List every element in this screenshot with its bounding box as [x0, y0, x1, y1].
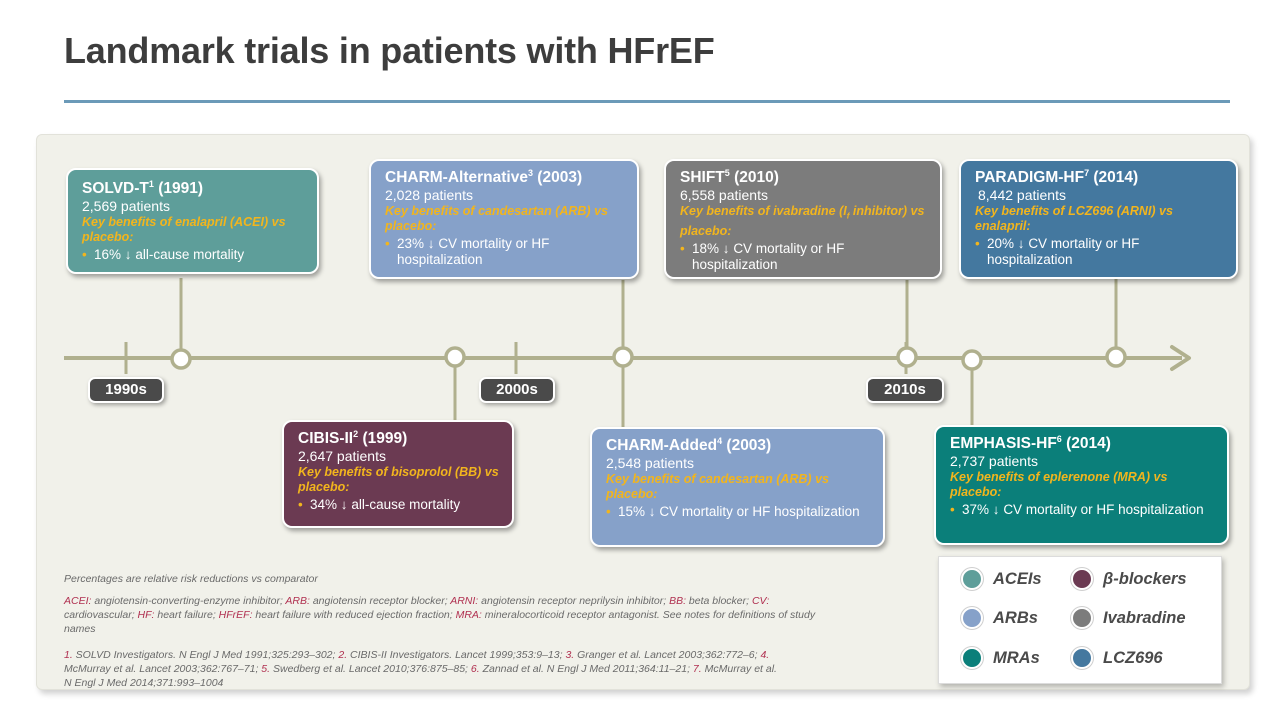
abbreviation-text: heart failure; — [154, 609, 219, 621]
trial-card-cibis: CIBIS-II2 (1999) 2,647 patients Key bene… — [282, 420, 514, 528]
reference-text: CIBIS-II Investigators. Lancet 1999;353:… — [347, 649, 566, 661]
title-divider — [64, 100, 1230, 103]
trial-benefit: Key benefits of eplerenone (MRA) vs plac… — [950, 470, 1168, 499]
trial-patients: 2,548 patients — [606, 455, 694, 471]
trial-result: •34% ↓ all-cause mortality — [298, 497, 461, 512]
trial-card-emphasis: EMPHASIS-HF6 (2014) 2,737 patients Key b… — [934, 425, 1229, 545]
reference-key: 3. — [565, 649, 575, 661]
reference-key: 4. — [760, 649, 770, 661]
trial-benefit: Key benefits of candesartan (ARB) vs pla… — [606, 472, 829, 501]
reference-text: Granger et al. Lancet 2003;362:772–6; — [574, 649, 761, 661]
abbreviation-text: angiotensin receptor neprilysin inhibito… — [478, 595, 670, 607]
abbreviation-key: MRA: — [455, 609, 482, 621]
trial-card-charm-alternative: CHARM-Alternative3 (2003) 2,028 patients… — [369, 159, 639, 279]
decade-1990s: 1990s — [88, 377, 164, 403]
abbreviation-key: CV: — [751, 595, 770, 607]
trial-title: EMPHASIS-HF6 (2014) — [950, 433, 1111, 452]
down-arrow-icon: ↓ — [340, 497, 348, 512]
abbreviation-text: beta blocker; — [686, 595, 752, 607]
abbreviation-text: angiotensin receptor blocker; — [309, 595, 451, 607]
trial-result: •23% ↓ CV mortality or HF hospitalizatio… — [385, 236, 550, 267]
trial-result: •15% ↓ CV mortality or HF hospitalizatio… — [606, 504, 860, 519]
abbreviation-key: HFrEF: — [218, 609, 253, 621]
legend-swatch-mra — [961, 647, 983, 669]
abbreviations-footnote: ACEI: angiotensin-converting-enzyme inhi… — [64, 594, 834, 636]
abbreviation-key: BB: — [669, 595, 687, 607]
trial-benefit: Key benefits of enalapril (ACEI) vs plac… — [82, 215, 286, 244]
trial-title: PARADIGM-HF7 (2014) — [975, 167, 1139, 186]
trial-result: •18% ↓ CV mortality or HF hospitalizatio… — [680, 240, 845, 272]
legend-item-arb: ARBs — [961, 607, 1038, 629]
page-title: Landmark trials in patients with HFrEF — [64, 30, 715, 71]
reference-text: SOLVD Investigators. N Engl J Med 1991;3… — [72, 649, 339, 661]
reference-text: Zannad et al. N Engl J Med 2011;364:11–2… — [479, 663, 693, 675]
abbreviation-key: HF: — [137, 609, 155, 621]
trial-title: CHARM-Added4 (2003) — [606, 435, 772, 454]
decade-2010s: 2010s — [866, 377, 944, 403]
trial-patients: 8,442 patients — [978, 187, 1066, 203]
legend-item-mra: MRAs — [961, 647, 1040, 669]
legend-swatch-lcz — [1071, 647, 1093, 669]
trial-result: •37% ↓ CV mortality or HF hospitalizatio… — [950, 502, 1204, 517]
rrr-footnote: Percentages are relative risk reductions… — [64, 573, 318, 585]
legend-swatch-bb — [1071, 568, 1093, 590]
reference-key: 1. — [64, 649, 73, 661]
abbreviation-key: ARNI: — [450, 595, 479, 607]
trial-title: SHIFT5 (2010) — [680, 167, 779, 186]
trial-patients: 2,569 patients — [82, 198, 170, 214]
reference-key: 2. — [338, 649, 348, 661]
down-arrow-icon: ↓ — [1017, 236, 1025, 251]
down-arrow-icon: ↓ — [124, 247, 132, 262]
legend-swatch-acei — [961, 568, 983, 590]
trial-card-charm-added: CHARM-Added4 (2003) 2,548 patients Key b… — [590, 427, 885, 547]
legend-item-ivabradine: Ivabradine — [1071, 607, 1186, 629]
trial-benefit: Key benefits of bisoprolol (BB) vs place… — [298, 465, 499, 494]
legend-item-bb: β-blockers — [1071, 568, 1187, 590]
trial-patients: 6,558 patients — [680, 187, 768, 203]
trial-result: •16% ↓ all-cause mortality — [82, 247, 245, 262]
reference-text: Swedberg et al. Lancet 2010;376:875–85; — [270, 663, 471, 675]
trial-result: •20% ↓ CV mortality or HF hospitalizatio… — [975, 236, 1140, 267]
reference-key: 6. — [470, 663, 480, 675]
trial-patients: 2,647 patients — [298, 448, 386, 464]
reference-text: McMurray et al. Lancet 2003;362:767–71; — [64, 663, 262, 675]
legend-swatch-ivabradine — [1071, 607, 1093, 629]
trial-title: CHARM-Alternative3 (2003) — [385, 167, 583, 186]
reference-text: McMurray et al. N Engl J Med 2014;371:99… — [64, 663, 777, 689]
abbreviation-key: ACEI: — [64, 595, 92, 607]
decade-2000s: 2000s — [479, 377, 555, 403]
trial-title: SOLVD-T1 (1991) — [82, 178, 204, 197]
trial-title: CIBIS-II2 (1999) — [298, 428, 408, 447]
abbreviation-text: heart failure with reduced ejection frac… — [252, 609, 456, 621]
legend-item-acei: ACEIs — [961, 568, 1042, 590]
references-footnote: 1. SOLVD Investigators. N Engl J Med 199… — [64, 648, 784, 690]
legend-item-lcz: LCZ696 — [1071, 647, 1163, 669]
down-arrow-icon: ↓ — [992, 502, 1000, 517]
down-arrow-icon: ↓ — [427, 236, 435, 251]
trial-card-solvd: SOLVD-T1 (1991) 2,569 patients Key benef… — [66, 168, 319, 274]
reference-key: 7. — [692, 663, 702, 675]
trial-benefit: Key benefits of ivabradine (If inhibitor… — [680, 204, 925, 238]
trial-patients: 2,737 patients — [950, 453, 1038, 469]
abbreviation-text: cardiovascular; — [64, 609, 138, 621]
abbreviation-key: ARB: — [285, 595, 310, 607]
down-arrow-icon: ↓ — [722, 240, 730, 256]
reference-key: 5. — [261, 663, 271, 675]
trial-benefit: Key benefits of candesartan (ARB) vs pla… — [385, 204, 608, 233]
trial-card-shift: SHIFT5 (2010) 6,558 patients Key benefit… — [664, 159, 942, 279]
legend-swatch-arb — [961, 607, 983, 629]
down-arrow-icon: ↓ — [648, 504, 656, 519]
trial-card-paradigm: PARADIGM-HF7 (2014) 8,442 patients Key b… — [959, 159, 1238, 279]
abbreviation-text: angiotensin-converting-enzyme inhibitor; — [91, 595, 286, 607]
trial-benefit: Key benefits of LCZ696 (ARNI) vs enalapr… — [975, 204, 1173, 233]
abbreviation-text: mineralocorticoid receptor antagonist. S… — [64, 609, 816, 635]
trial-patients: 2,028 patients — [385, 187, 473, 203]
drug-class-legend: ACEIs β-blockers ARBs Ivabradine MRAs LC… — [938, 556, 1222, 684]
